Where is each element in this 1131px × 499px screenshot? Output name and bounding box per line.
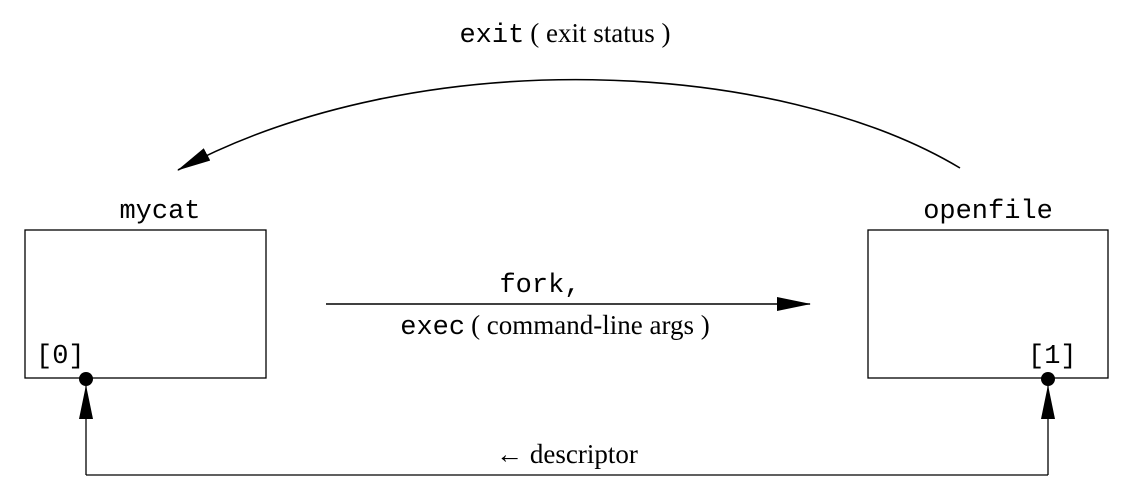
exec-args: ( command-line args ) (471, 310, 710, 340)
exit-label: exit( exit status ) (459, 18, 670, 51)
mycat-label: mycat (119, 197, 200, 227)
exec-func: exec (400, 313, 465, 343)
exec-label: exec( command-line args ) (400, 310, 710, 343)
mycat-descriptor-dot (79, 372, 93, 386)
exit-func: exit (459, 21, 524, 51)
fork-label: fork, (499, 271, 580, 301)
openfile-box (867, 229, 1109, 379)
openfile-descriptor-dot (1041, 372, 1055, 386)
exit-arc-arrow (177, 78, 961, 171)
descriptor-label: ← descriptor (496, 439, 638, 469)
exit-args: ( exit status ) (530, 18, 670, 48)
openfile-descriptor-label: [1] (1028, 342, 1077, 372)
mycat-box (24, 229, 267, 379)
mycat-descriptor-label: [0] (36, 342, 85, 372)
openfile-label: openfile (923, 197, 1053, 227)
